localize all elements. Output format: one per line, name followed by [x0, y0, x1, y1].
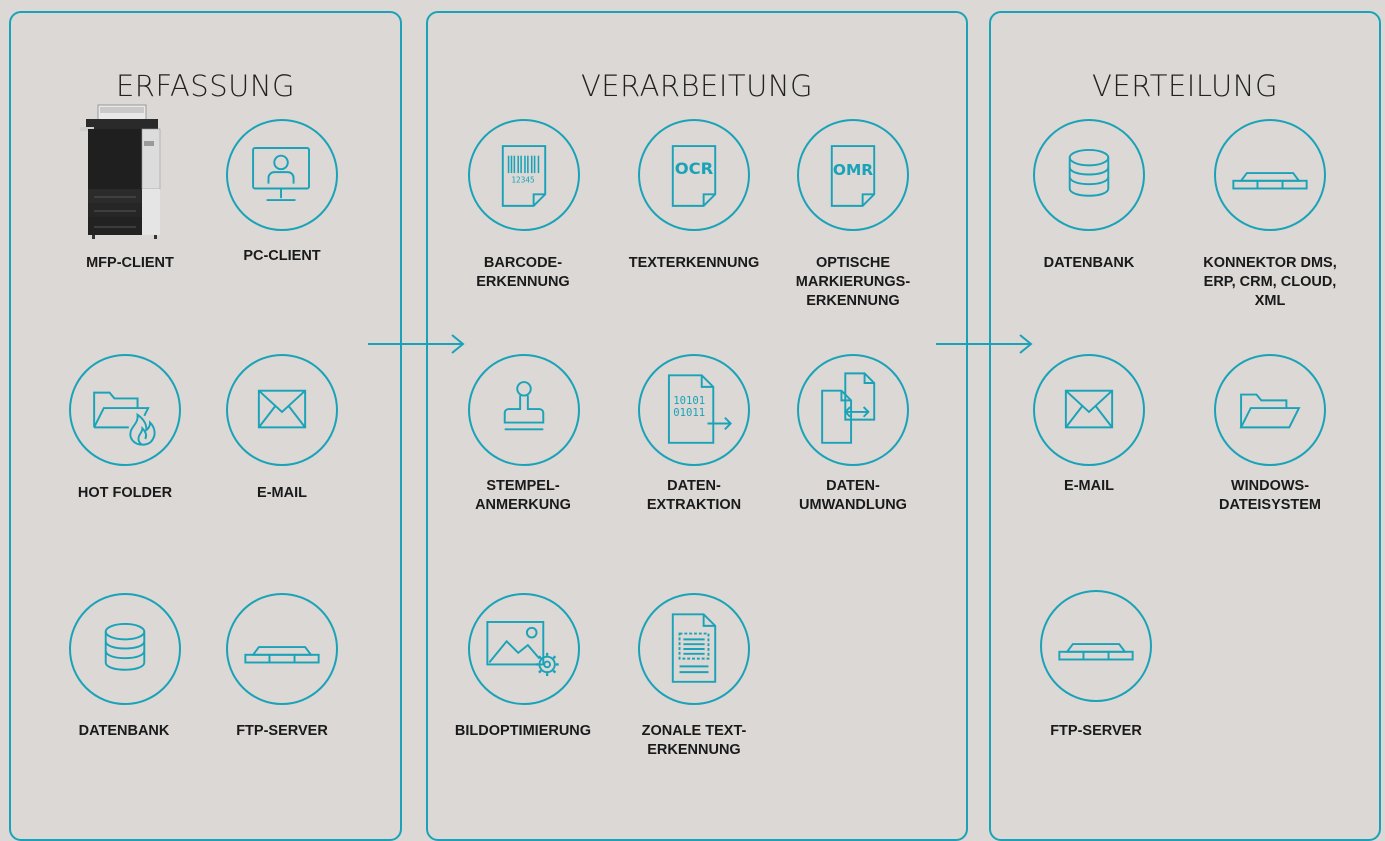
capture-panel: ERFASSUNG [9, 11, 402, 841]
data-conversion-label: DATEN- UMWANDLUNG [799, 478, 907, 513]
envelope-icon [226, 354, 338, 466]
zonal-text-icon [638, 593, 750, 705]
capture-title: ERFASSUNG [115, 69, 296, 103]
mfp-client-label: MFP-CLIENT [86, 255, 174, 271]
svg-text:12345: 12345 [511, 176, 535, 185]
processing-title: VERARBEITUNG [580, 69, 814, 103]
email-label-distribution: E-MAIL [1064, 478, 1114, 494]
database-icon [69, 593, 181, 705]
ftp-server-label-capture: FTP-SERVER [236, 723, 328, 739]
hot-folder-icon [69, 354, 181, 466]
server-icon [226, 593, 338, 705]
ocr-document-icon: OCR [638, 119, 750, 231]
flow-arrow-processing-to-distribution [936, 334, 1033, 354]
distribution-title: VERTEILUNG [1092, 69, 1278, 103]
svg-text:OCR: OCR [675, 159, 714, 178]
omr-document-icon: OMR [797, 119, 909, 231]
stamp-label: STEMPEL- ANMERKUNG [475, 478, 571, 513]
monitor-user-icon [226, 119, 338, 231]
flow-arrow-capture-to-processing [368, 334, 465, 354]
folder-icon [1214, 354, 1326, 466]
email-label-capture: E-MAIL [257, 485, 307, 501]
svg-text:10101: 10101 [673, 395, 705, 407]
convert-documents-icon [797, 354, 909, 466]
database-label-distribution: DATENBANK [1043, 255, 1135, 271]
windows-filesystem-label: WINDOWS- DATEISYSTEM [1218, 478, 1322, 513]
pc-client-label: PC-CLIENT [243, 248, 321, 264]
envelope-icon [1033, 354, 1145, 466]
svg-text:OMR: OMR [833, 161, 873, 179]
zonal-text-label: ZONALE TEXT- ERKENNUNG [641, 723, 747, 758]
barcode-document-icon: 12345 [468, 119, 580, 231]
binary-document-icon: 10101 01011 [638, 354, 750, 466]
stamp-icon [468, 354, 580, 466]
database-label-capture: DATENBANK [78, 723, 170, 739]
database-icon [1033, 119, 1145, 231]
barcode-label: BARCODE- ERKENNUNG [476, 255, 570, 290]
server-icon [1214, 119, 1326, 231]
svg-text:01011: 01011 [673, 407, 705, 419]
printer-image [80, 104, 161, 239]
server-icon [1040, 590, 1152, 702]
hot-folder-label: HOT FOLDER [77, 485, 173, 501]
data-extraction-label: DATEN- EXTRAKTION [646, 478, 742, 513]
connector-label: KONNEKTOR DMS, ERP, CRM, CLOUD, XML [1203, 255, 1337, 309]
ftp-server-label-distribution: FTP-SERVER [1050, 723, 1142, 739]
image-gear-icon [468, 593, 580, 705]
omr-label: OPTISCHE MARKIERUNGS- ERKENNUNG [795, 255, 911, 309]
ocr-label: TEXTERKENNUNG [628, 255, 760, 271]
image-optimization-label: BILDOPTIMIERUNG [454, 723, 592, 739]
